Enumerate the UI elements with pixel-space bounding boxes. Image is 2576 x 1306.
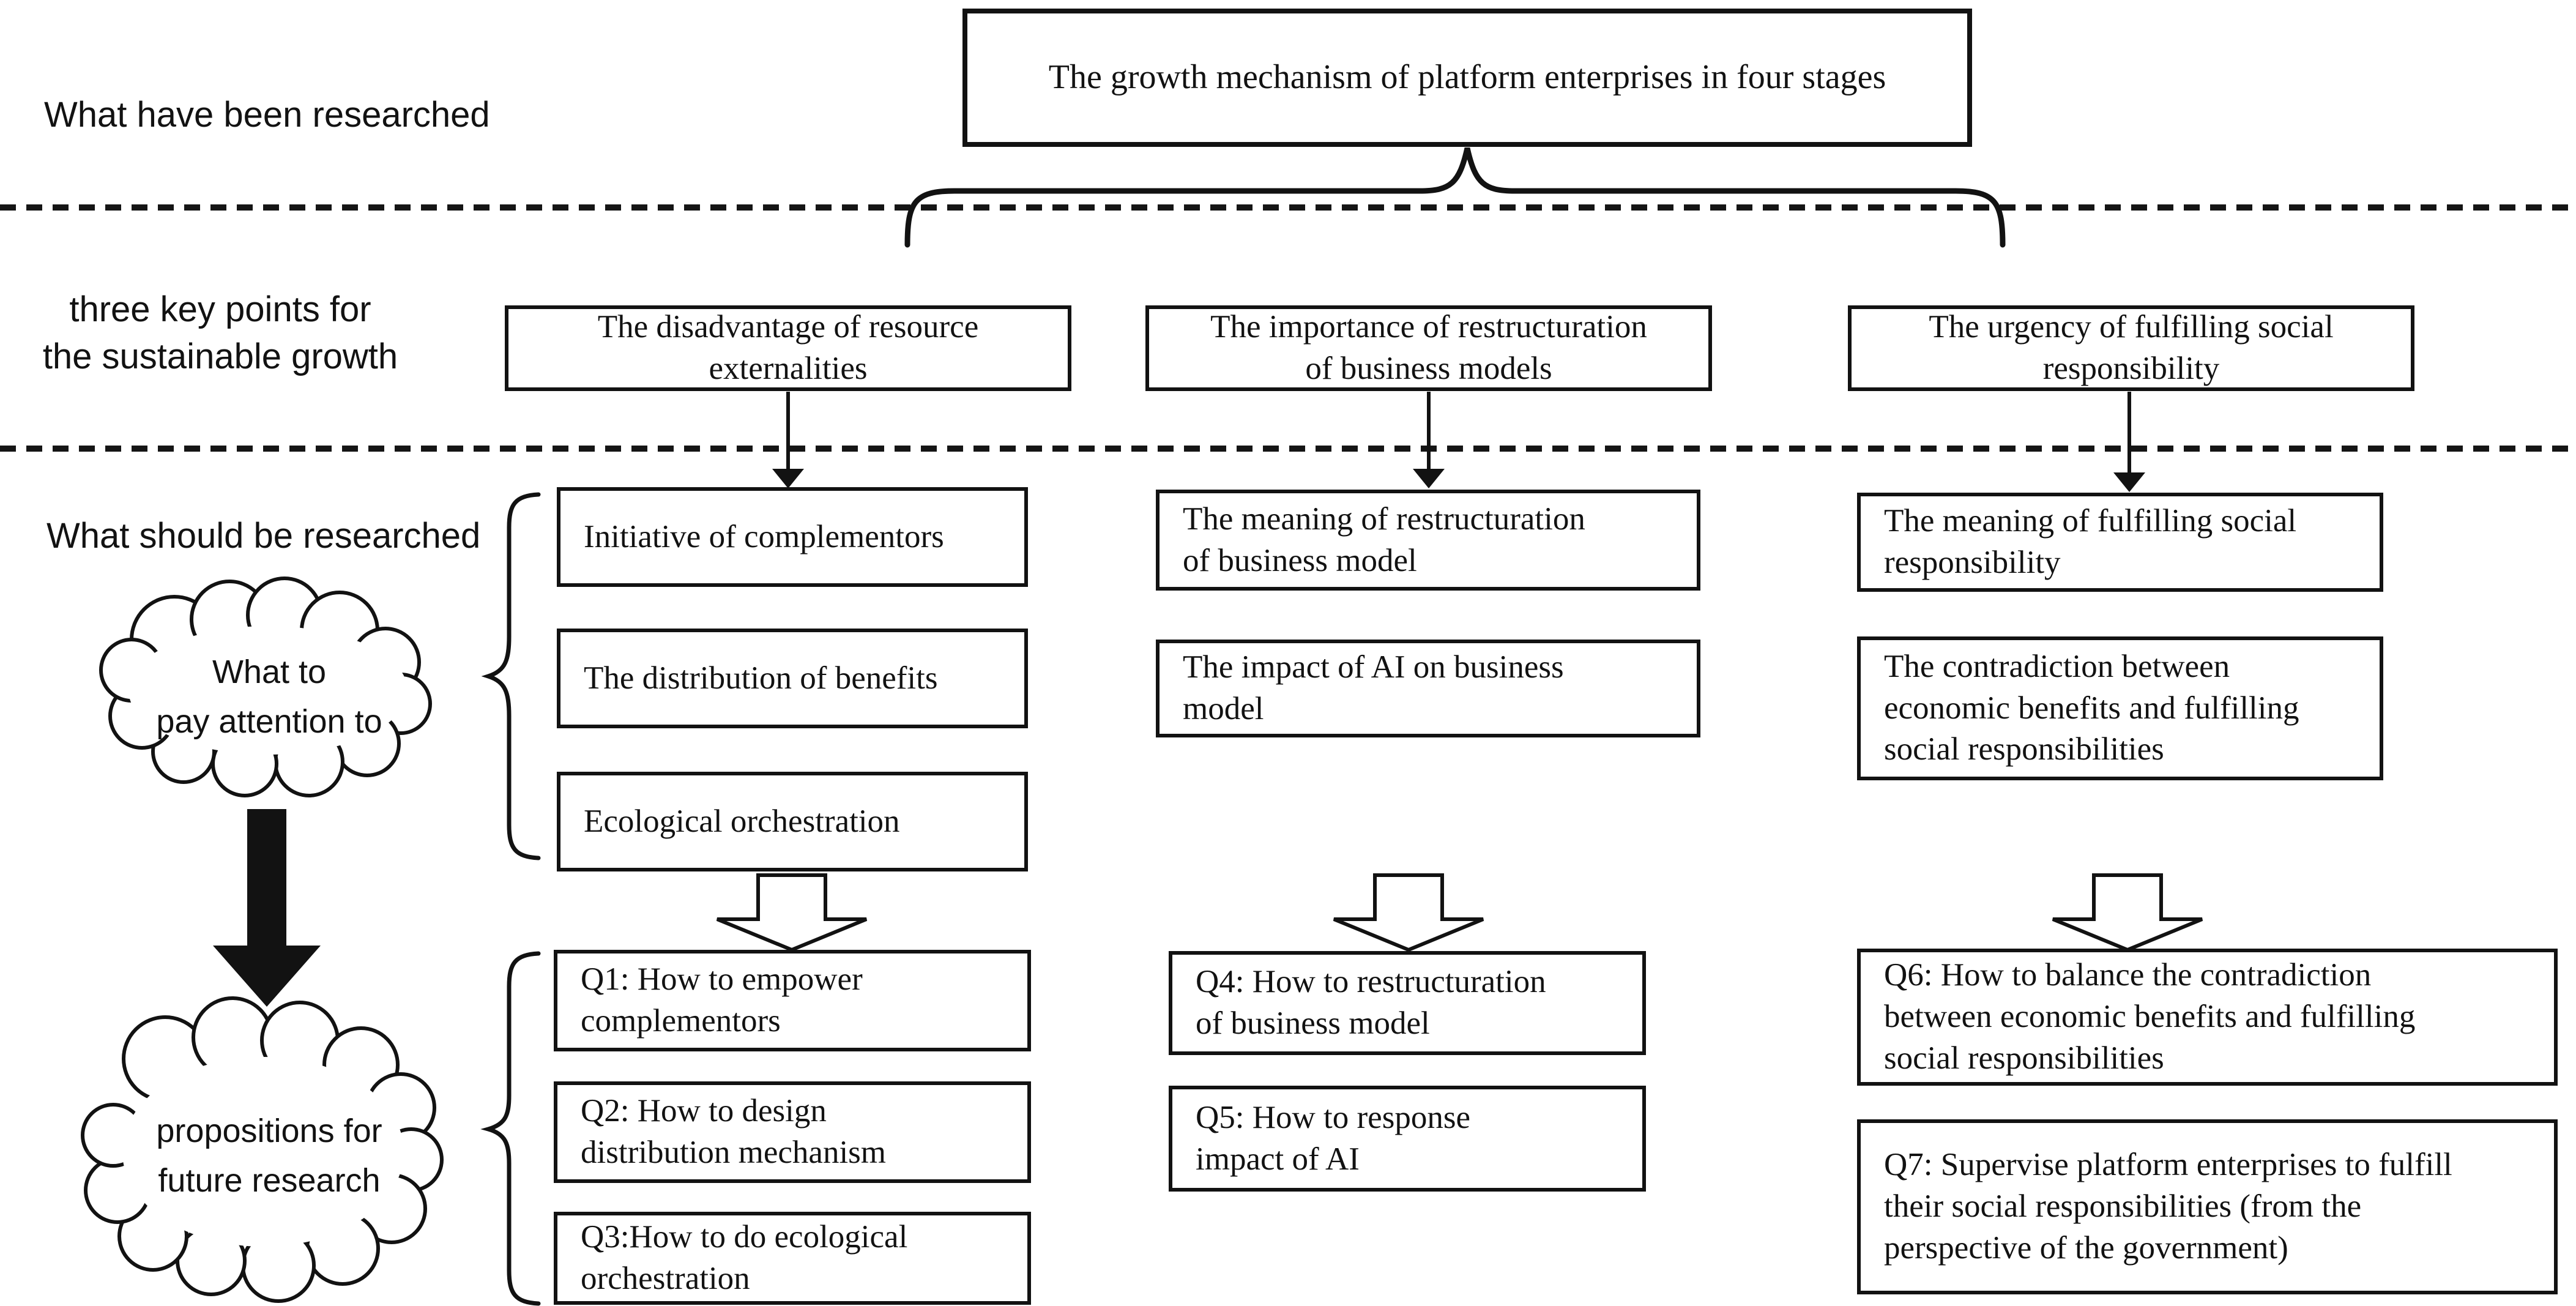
connector-arrow-col3: [2113, 392, 2145, 492]
key-point-box-resource-externalities: The disadvantage of resource externaliti…: [505, 305, 1071, 391]
question-box-q1: Q1: How to empower complementors: [554, 950, 1031, 1051]
attention-cloud-label: What to pay attention to: [156, 654, 382, 740]
connector-arrow-col1: [772, 392, 804, 488]
propositions-cloud: [81, 996, 444, 1303]
question-box-q6: Q6: How to balance the contradiction bet…: [1857, 949, 2558, 1086]
connector-arrow-col2: [1413, 392, 1445, 488]
question-box-q5: Q5: How to response impact of AI: [1169, 1086, 1646, 1192]
propositions-curly-brace: [480, 951, 541, 1306]
dashed-divider-1: [0, 204, 2576, 211]
question-box-q4: Q4: How to restructuration of business m…: [1169, 951, 1646, 1055]
hollow-down-arrow-col1: [716, 873, 868, 952]
attention-box-distribution-of-benefits: The distribution of benefits: [557, 629, 1028, 728]
top-curly-brace: [904, 147, 2006, 248]
propositions-cloud-label: propositions for future research: [156, 1113, 382, 1199]
label-what-should-be-researched: What should be researched: [47, 516, 481, 556]
attention-box-meaning-fulfilling-social: The meaning of fulfilling social respons…: [1857, 493, 2383, 592]
attention-box-contradiction: The contradiction between economic benef…: [1857, 636, 2383, 780]
attention-box-impact-of-ai: The impact of AI on business model: [1156, 640, 1700, 737]
attention-box-ecological-orchestration: Ecological orchestration: [557, 772, 1028, 871]
key-point-box-business-models: The importance of restructuration of bus…: [1145, 305, 1712, 391]
label-three-key-points: three key points for the sustainable gro…: [42, 289, 398, 376]
hollow-down-arrow-col2: [1333, 873, 1484, 952]
label-what-have-been-researched: What have been researched: [44, 95, 490, 135]
title-box-growth-mechanism: The growth mechanism of platform enterpr…: [962, 9, 1972, 147]
dashed-divider-2: [0, 446, 2576, 452]
solid-down-arrow: [213, 809, 321, 1007]
attention-box-meaning-restructuration: The meaning of restructuration of busine…: [1156, 490, 1700, 591]
key-point-box-social-responsibility: The urgency of fulfilling social respons…: [1848, 305, 2414, 391]
attention-curly-brace: [481, 492, 541, 860]
question-box-q3: Q3:How to do ecological orchestration: [554, 1212, 1031, 1305]
attention-box-initiative-of-complementors: Initiative of complementors: [557, 487, 1028, 587]
question-box-q2: Q2: How to design distribution mechanism: [554, 1081, 1031, 1183]
attention-cloud: [99, 577, 432, 797]
hollow-down-arrow-col3: [2052, 873, 2203, 952]
question-box-q7: Q7: Supervise platform enterprises to fu…: [1857, 1119, 2558, 1294]
